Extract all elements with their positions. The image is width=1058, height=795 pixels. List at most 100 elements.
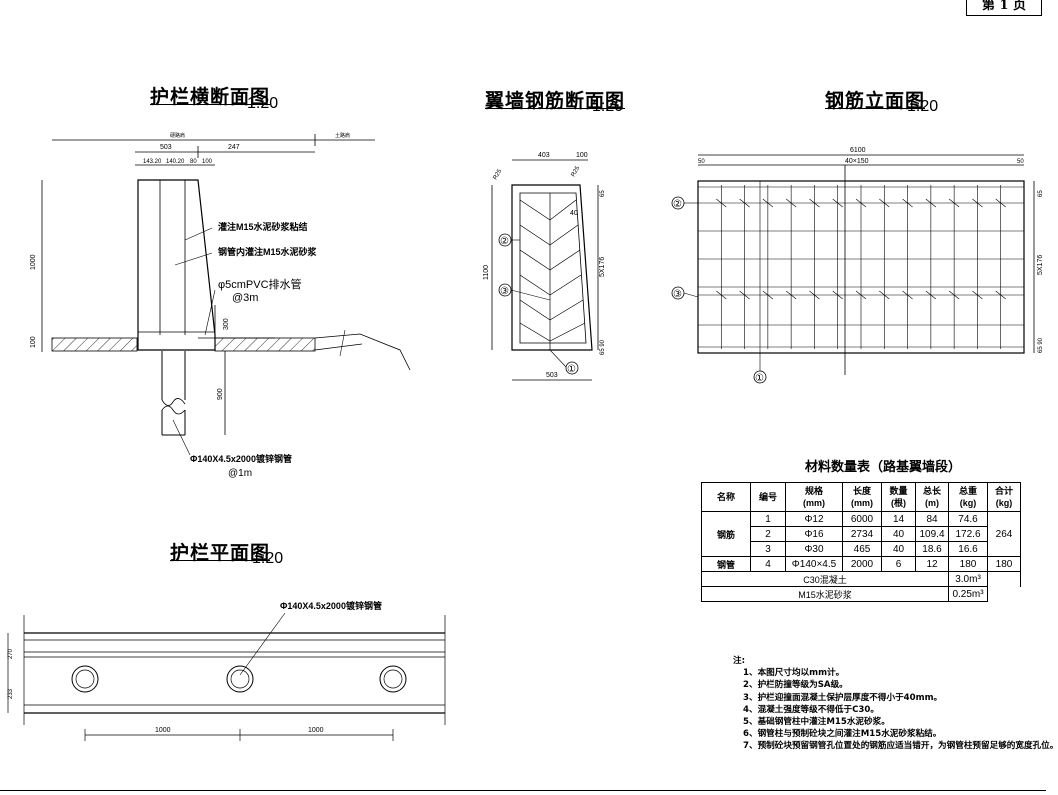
cell: 180: [948, 556, 988, 572]
header-length: 长度(mm): [842, 482, 882, 512]
cell: Φ140×4.5: [785, 556, 843, 572]
cell: 钢管: [701, 556, 751, 572]
header-spec: 规格(mm): [785, 482, 843, 512]
dim-h900: 900: [217, 388, 224, 400]
el-callout-1: ①: [755, 373, 764, 384]
rebar-tick: [716, 198, 727, 208]
rebar-tick: [832, 198, 843, 208]
dim-80: 80: [190, 159, 197, 165]
rebar-tick: [785, 290, 797, 300]
notes-heading: 注:: [733, 656, 746, 666]
rebar-tick: [762, 198, 774, 208]
wing-wall-title: 翼墙钢筋断面图: [485, 90, 626, 112]
plan-dim-233: 233: [8, 688, 14, 699]
wing-wall-scale: 1:20: [592, 98, 624, 115]
cell: 2: [750, 526, 786, 542]
cross-section-drawing: 硬路肩 土路肩 503 247 143.20 140.20 80 100 100…: [30, 132, 411, 479]
cell-empty: [988, 587, 1021, 602]
cell: 14: [881, 511, 916, 527]
cell: 465: [842, 541, 882, 557]
page-number-box: 第 1 页: [966, 0, 1042, 16]
header-no: 编号: [750, 482, 786, 512]
note-pvc-spacing: @3m: [232, 292, 258, 304]
cell: M15水泥砂浆: [701, 586, 949, 602]
cell: 74.6: [948, 511, 988, 527]
plan-title: 护栏平面图: [170, 542, 271, 564]
table-row: 钢筋 1 Φ12 6000 14 84 74.6 264: [701, 511, 1021, 557]
rebar-tick: [902, 198, 913, 208]
ww-dim-503: 503: [546, 372, 558, 379]
rebar-tick: [832, 290, 843, 300]
cell: 0.25m³: [948, 586, 988, 602]
rebar-tick: [809, 198, 820, 208]
plan-dim-1000-b: 1000: [308, 727, 324, 734]
rebar-tick: [739, 290, 750, 300]
cell: Φ12: [785, 511, 843, 527]
cell: 1: [750, 511, 786, 527]
cell: 40: [881, 541, 916, 557]
el-callout-3: ③: [673, 289, 682, 300]
note-item-5: 5、基础钢管柱中灌注M15水泥砂浆。: [743, 717, 890, 728]
elevation-drawing: 6100 50 50 40×150 65 5X176 65 90 ② ③ ①: [671, 147, 1044, 384]
rebar-tick: [762, 290, 774, 300]
elevation-title: 钢筋立面图: [825, 90, 926, 112]
cell: 84: [915, 511, 949, 527]
el-dim-50-right: 50: [1017, 159, 1024, 165]
rebar-tick: [925, 290, 937, 300]
note-pvc: φ5cmPVC排水管: [218, 277, 302, 291]
table-header-row: 名称 编号 规格(mm) 长度(mm) 数量(根) 总长(m) 总重(kg) 合…: [701, 482, 1021, 512]
ww-r25-left: R25: [493, 168, 504, 181]
cross-section-title: 护栏横断面图: [150, 86, 271, 108]
cell: 180: [987, 556, 1021, 572]
elevation-scale: 1:20: [907, 98, 939, 115]
cell: 109.4: [915, 526, 949, 542]
wing-wall-drawing: 403 100 R25 R25 40 1100 65 5X176 65 90 5…: [483, 152, 606, 381]
rebar-tick: [948, 198, 960, 208]
note-item-2: 2、护栏防撞等级为SA级。: [743, 680, 848, 691]
cell: C30混凝土: [701, 571, 949, 587]
table-row: C30混凝土 3.0m³: [701, 571, 1021, 587]
rebar-tick: [716, 290, 727, 300]
rebar-tick: [809, 290, 820, 300]
cell: 3: [750, 541, 786, 557]
cell: 6: [881, 556, 916, 572]
rebar-tick: [972, 198, 983, 208]
plan-scale: 1:20: [252, 550, 284, 567]
cell: 18.6: [915, 541, 949, 557]
rebar-tick: [972, 290, 983, 300]
cell: Φ16: [785, 526, 843, 542]
cell: 3.0m³: [948, 571, 988, 587]
el-dim-65: 65: [1038, 190, 1044, 197]
ww-dim-100: 100: [576, 152, 588, 159]
bottom-border-line: [0, 790, 1046, 791]
dim-h300: 300: [223, 318, 230, 330]
cell: 2734: [842, 526, 882, 542]
rebar-tick: [902, 290, 913, 300]
cell: 40: [881, 526, 916, 542]
notes-block: 注: 1、本图尺寸均以mm计。 2、护栏防撞等级为SA级。 3、护栏迎撞面混凝土…: [733, 655, 1058, 753]
plan-dim-1000-a: 1000: [155, 727, 171, 734]
note-item-6: 6、钢管柱与预制砼块之间灌注M15水泥砂浆粘结。: [743, 729, 942, 740]
note-item-4: 4、混凝土强度等级不得低于C30。: [743, 704, 879, 715]
header-name: 名称: [701, 482, 751, 512]
cell: 4: [750, 556, 786, 572]
table-row: M15水泥砂浆 0.25m³: [701, 586, 1021, 602]
note-item-1: 1、本图尺寸均以mm计。: [743, 668, 845, 679]
note-pipe-grout: 钢管内灌注M15水泥砂浆: [218, 246, 318, 257]
el-dim-5x176: 5X176: [1037, 255, 1044, 275]
plan-dim-270: 270: [8, 648, 14, 659]
el-dim-40x150: 40×150: [845, 158, 869, 165]
cell-rebar-name: 钢筋: [701, 511, 751, 557]
ww-dim-1100: 1100: [483, 265, 490, 280]
rebar-tick: [855, 198, 867, 208]
el-dim-50-left: 50: [698, 159, 705, 165]
dim-247: 247: [228, 144, 240, 151]
cell: 6000: [842, 511, 882, 527]
cell-empty: [987, 571, 1021, 587]
header-sum: 合计(kg): [987, 482, 1021, 512]
cell-rebar-total: 264: [987, 511, 1021, 557]
note-grout: 灌注M15水泥砂浆粘结: [218, 221, 308, 232]
dim-soil-shoulder: 土路肩: [335, 132, 350, 139]
rebar-tick: [855, 290, 867, 300]
ww-r25-right: R25: [571, 165, 582, 178]
